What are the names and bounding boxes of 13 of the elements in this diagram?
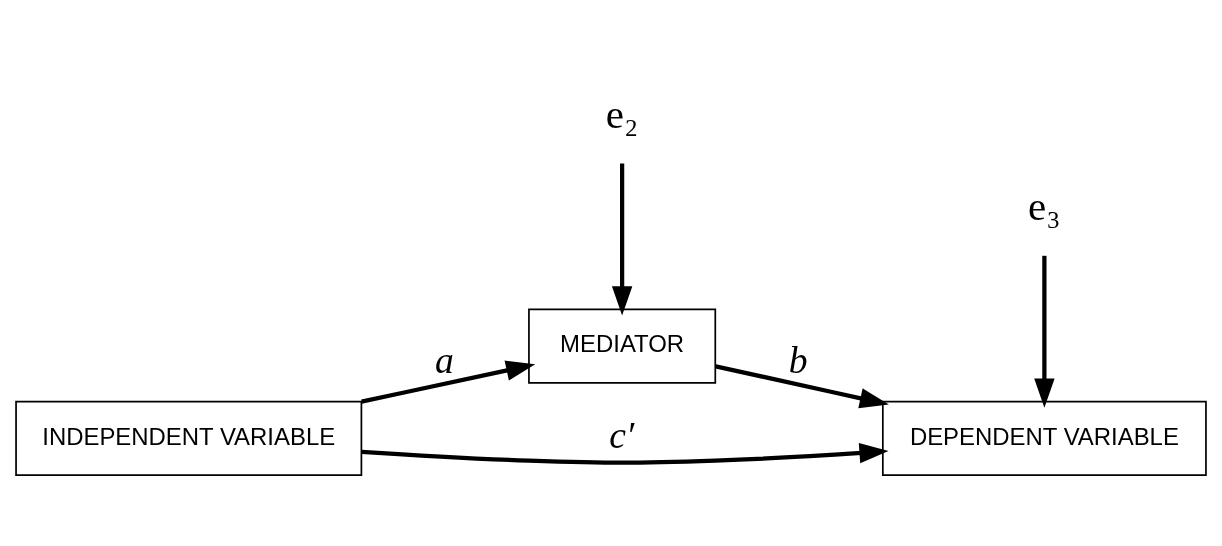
- edge-label: c′: [609, 413, 635, 456]
- node-text: e₃: [1028, 182, 1061, 229]
- node-box: MEDIATOR: [528, 308, 717, 384]
- arrow: [361, 442, 889, 465]
- arrow: [361, 360, 536, 404]
- edge-label: b: [788, 338, 808, 381]
- node-box: INDEPENDENT VARIABLE: [15, 400, 363, 476]
- arrow: [1034, 255, 1055, 408]
- node-box: DEPENDENT VARIABLE: [881, 400, 1207, 476]
- node-text: e₂: [605, 90, 639, 137]
- arrow: [611, 163, 633, 316]
- edge-label: a: [434, 338, 454, 381]
- arrow: [715, 364, 889, 409]
